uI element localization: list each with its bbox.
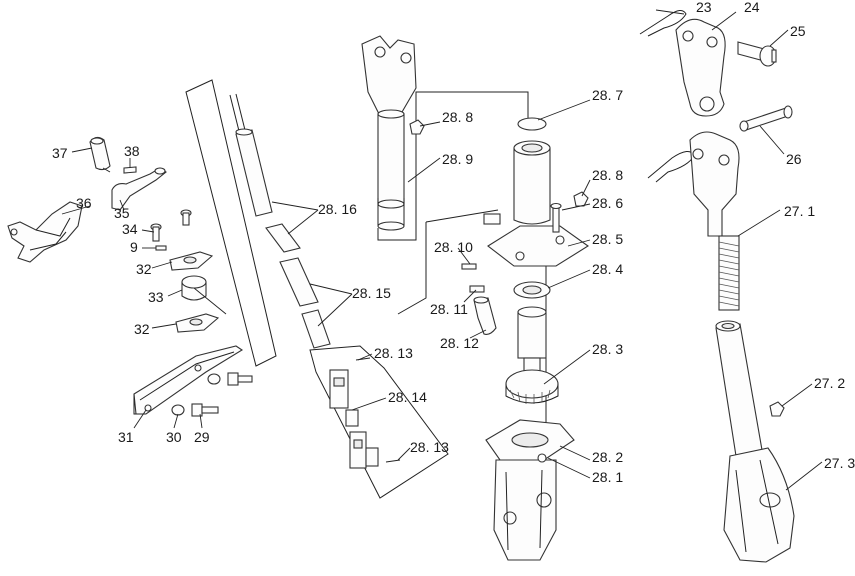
part-28-8-nut-upper [409,119,425,135]
label-28-8-right: 28. 8 [592,167,623,183]
label-30: 30 [166,429,182,445]
part-28-7-ring [517,117,547,131]
label-28-10: 28. 10 [434,239,473,255]
label-28-16: 28. 16 [318,201,357,217]
top-link-assembly [639,10,795,563]
label-37: 37 [52,145,68,161]
label-28-7: 28. 7 [592,87,623,103]
label-25: 25 [790,23,806,39]
label-34: 34 [122,221,138,237]
part-24-clevis [675,18,726,117]
label-28-15: 28. 15 [352,285,391,301]
label-28-3: 28. 3 [592,341,623,357]
label-23: 23 [696,0,712,15]
label-28-2: 28. 2 [592,449,623,465]
part-9-pin [155,245,167,251]
screw-upper [180,209,192,226]
label-26: 26 [786,151,802,167]
part-27-3-body [715,320,795,563]
leader-lines [61,9,823,491]
label-28-12: 28. 12 [440,335,479,351]
label-33: 33 [148,289,164,305]
part-28-4-bearing [513,281,551,299]
part-31-bracket [133,345,244,415]
label-28-1: 28. 1 [592,469,623,485]
part-30-washer [171,404,185,416]
label-28-6: 28. 6 [592,195,623,211]
washer-upper [207,373,221,385]
part-28-1-nipple [537,453,547,463]
label-28-4: 28. 4 [592,261,623,277]
label-28-13-upper: 28. 13 [374,345,413,361]
label-32-lower: 32 [134,321,150,337]
part-28-11-washer [469,285,485,293]
part-27-2-nipple [769,401,785,417]
label-28-13-lower: 28. 13 [410,439,449,455]
label-28-9: 28. 9 [442,151,473,167]
part-28-14-slider [329,369,379,469]
label-38: 38 [124,143,140,159]
part-28-16-upper-tube [235,129,273,217]
part-26-pin [739,105,793,132]
bolt-upper [227,372,253,386]
part-28-15-upper-tube [279,257,319,307]
label-24: 24 [744,0,760,15]
label-27-3: 27. 3 [824,455,855,471]
inner-tube-group [185,79,449,499]
part-28-16-lower-tube [265,223,301,253]
handle-assembly [7,136,253,417]
part-25-pin [737,41,777,67]
part-38-pin [123,166,137,174]
part-35-lever [111,167,167,211]
label-28-5: 28. 5 [592,231,623,247]
part-28-10-pin [461,263,477,270]
part-29-bolt [191,403,219,417]
part-34-screw [150,223,162,242]
part-33-bush [181,275,207,301]
label-9: 9 [130,239,138,255]
part-28-3-gear-shaft [505,306,559,404]
part-labels: 23 24 25 26 27. 1 27. 2 27. 3 28. 7 28. … [52,0,855,485]
part-28-15-lower-tube [301,309,331,349]
label-27-1: 27. 1 [784,203,815,219]
part-28-2-housing [485,419,575,561]
part-28-8-nut-right [573,191,589,207]
label-28-11: 28. 11 [430,301,468,317]
label-29: 29 [194,429,210,445]
part-28-12-shaft [473,296,497,335]
label-27-2: 27. 2 [814,375,845,391]
label-35: 35 [114,205,130,221]
part-28-5-housing [483,140,589,267]
label-31: 31 [118,429,134,445]
center-assembly [361,35,589,561]
part-28-9-clevis [361,35,417,231]
label-32-upper: 32 [136,261,152,277]
label-36: 36 [76,195,92,211]
part-28-6-bolt [550,202,562,233]
label-28-14: 28. 14 [388,389,427,405]
part-27-1-threaded-rod [689,131,740,311]
label-28-8-upper: 28. 8 [442,109,473,125]
